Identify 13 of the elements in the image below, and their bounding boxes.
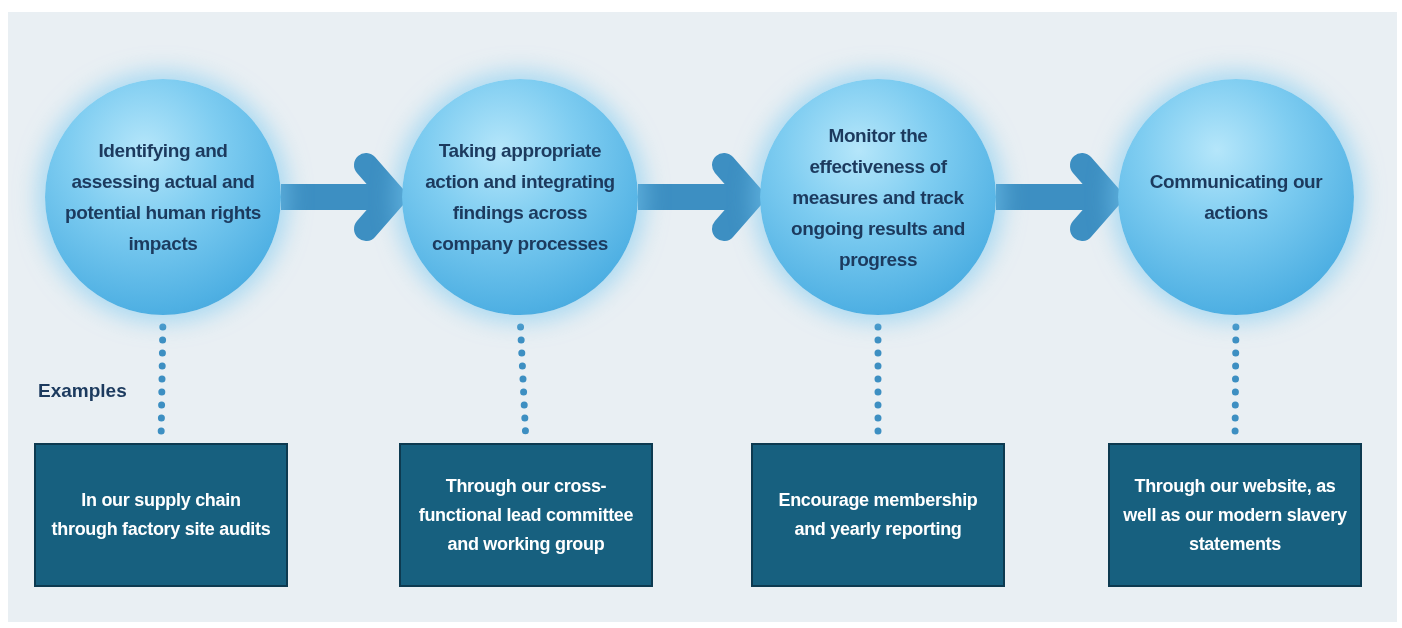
example-box xyxy=(751,443,1005,587)
example-text: Through our website, as well as our modern slavery statements xyxy=(1123,474,1347,556)
step-text: Monitor the effectiveness of measures and track ongoing results and progress xyxy=(790,123,966,272)
example-text: Through our cross-functional lead committee and working group xyxy=(417,474,635,556)
example-box xyxy=(399,443,653,587)
step-text: Taking appropriate action and integrating findings across company processes xyxy=(424,139,616,256)
example-box xyxy=(34,443,288,587)
step-text: Communicating our actions xyxy=(1148,170,1324,225)
section-label: Examples xyxy=(38,380,127,402)
step-text: Identifying and assessing actual and potential human rights impacts xyxy=(65,139,261,256)
example-text: In our supply chain through factory site audits xyxy=(50,489,272,541)
example-text: Encourage membership and yearly reporting xyxy=(777,489,979,541)
example-box xyxy=(1108,443,1362,587)
